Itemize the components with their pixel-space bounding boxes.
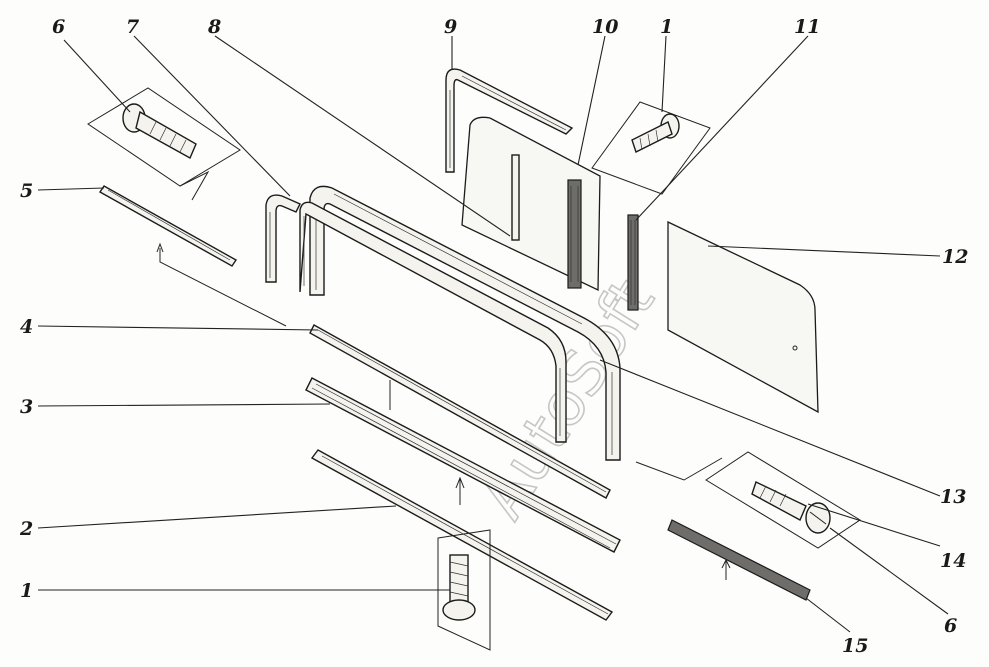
part-2-strip <box>310 449 614 621</box>
callout-4: 4 <box>20 316 33 338</box>
part-15-strip <box>667 519 811 601</box>
callout-3: 3 <box>20 396 33 418</box>
callout-1-top: 1 <box>660 16 673 38</box>
callout-13: 13 <box>940 486 966 508</box>
callout-9: 9 <box>444 16 457 38</box>
callout-12: 12 <box>942 246 968 268</box>
part-1-bolt-top <box>591 101 711 195</box>
part-6-bolt-top <box>87 87 241 201</box>
callout-6-bottom: 6 <box>944 615 957 637</box>
part-3-channel <box>305 377 621 553</box>
part-7-u-frame <box>265 194 301 283</box>
part-12-side-glass <box>667 220 819 414</box>
callout-14: 14 <box>940 550 966 572</box>
callout-7: 7 <box>126 16 139 38</box>
callout-6-top: 6 <box>52 16 65 38</box>
part-5-strip <box>98 185 287 327</box>
part-10-glass-pane <box>461 116 601 292</box>
callout-10: 10 <box>592 16 618 38</box>
part-1-bolt-bottom <box>437 529 491 651</box>
part-9-channel <box>445 68 574 173</box>
callout-1-bottom: 1 <box>20 580 33 602</box>
callout-5: 5 <box>20 180 33 202</box>
callout-11: 11 <box>794 16 820 38</box>
callouts: 6 7 8 9 10 1 11 5 4 3 2 1 12 13 14 6 15 <box>19 16 968 657</box>
part-8-main-frame <box>299 185 621 461</box>
callout-15: 15 <box>842 635 868 657</box>
part-6-bolt-bottom <box>635 451 861 549</box>
part-11-seal-strip <box>627 214 639 311</box>
leader-lines <box>37 35 949 633</box>
callout-8: 8 <box>207 16 221 38</box>
callout-2: 2 <box>19 518 33 540</box>
